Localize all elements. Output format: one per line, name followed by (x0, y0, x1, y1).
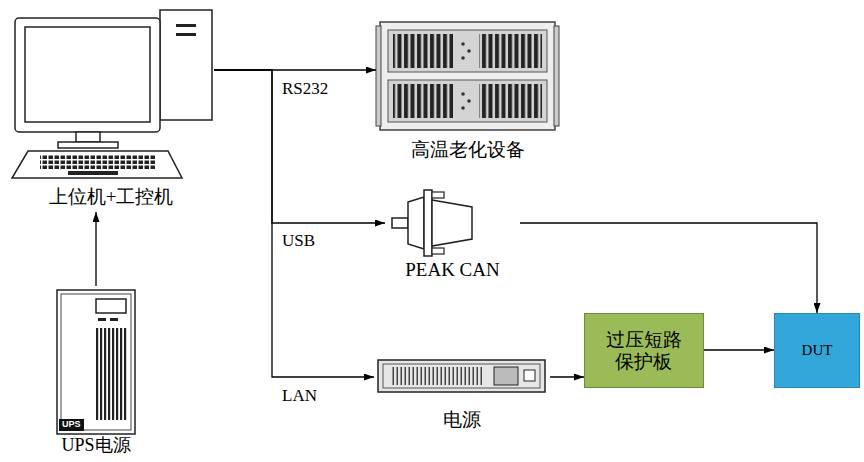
can-adapter-node: PEAK CAN (385, 185, 520, 285)
computer-icon (12, 10, 212, 178)
rack-drawer (388, 80, 547, 122)
monitor-neck (76, 132, 100, 142)
arrow-connector (520, 223, 817, 313)
rack-led (461, 56, 465, 60)
aging-equipment-node: 高温老化设备 (376, 20, 560, 165)
arrow-connector (214, 70, 385, 223)
device-label: 高温老化设备 (411, 139, 525, 161)
arrow-connector (95, 212, 96, 286)
rack-grille (479, 34, 542, 68)
rack-led (461, 106, 465, 110)
ups-grille (96, 328, 128, 420)
monitor-base (58, 142, 118, 148)
rack-grille (393, 34, 453, 68)
aging-rack-icon (376, 22, 559, 130)
can-connector-icon (392, 190, 472, 256)
interface-label: RS232 (280, 79, 330, 99)
rack-led (461, 42, 465, 46)
power-supply-node: 电源 (374, 355, 550, 435)
connector-flange (424, 190, 432, 256)
device-label: 电源 (443, 409, 481, 431)
ups-body (57, 290, 135, 434)
rack-ear (376, 26, 381, 126)
thumb-screw (432, 192, 444, 198)
computer-node: 上位机+工控机 (8, 8, 214, 212)
psu-front (383, 364, 540, 388)
rack-drawer (388, 30, 547, 72)
arrow-connector (704, 349, 774, 350)
keyboard-spacebar (68, 171, 118, 175)
ups-button (110, 318, 118, 321)
psu-display (494, 367, 518, 385)
rack-grille (393, 84, 453, 118)
rack-grille (479, 84, 542, 118)
device-label: 上位机+工控机 (49, 186, 174, 208)
box-label: 过压短路 保护板 (600, 329, 687, 373)
rack-led (467, 99, 471, 103)
ups-inner (61, 294, 131, 430)
ups-badge-text: UPS (59, 419, 84, 431)
d-sub-shell (408, 197, 424, 249)
psu-body (378, 360, 545, 392)
connector-body (432, 200, 472, 246)
keyboard-keys (40, 155, 155, 170)
ups-node: UPS电源 (50, 286, 142, 460)
rack-body (380, 22, 555, 130)
protection-board-box: 过压短路 保护板 (584, 313, 704, 388)
pc-tower (160, 10, 212, 120)
rack-led (461, 92, 465, 96)
ups-button (98, 318, 106, 321)
box-label: DUT (802, 342, 833, 359)
power-supply-icon (378, 360, 545, 392)
psu-knob (524, 370, 535, 381)
interface-label: USB (280, 231, 317, 251)
thumb-screw (432, 248, 444, 254)
arrow-connector (550, 376, 584, 377)
cable-stub (392, 218, 408, 228)
ups-icon (57, 290, 135, 434)
ups-display (96, 299, 126, 313)
arrow-connector (214, 70, 374, 377)
monitor-frame (15, 18, 160, 132)
keyboard (12, 151, 182, 178)
pc-tower-slot (176, 33, 196, 36)
monitor-screen (25, 27, 150, 122)
device-label: PEAK CAN (405, 259, 499, 281)
dut-box: DUT (774, 313, 860, 388)
psu-vents (392, 367, 484, 385)
rack-led (467, 49, 471, 53)
device-label: UPS电源 (61, 435, 130, 456)
pc-tower-slot (176, 24, 196, 27)
rack-ear (554, 26, 559, 126)
interface-label: LAN (280, 386, 319, 406)
